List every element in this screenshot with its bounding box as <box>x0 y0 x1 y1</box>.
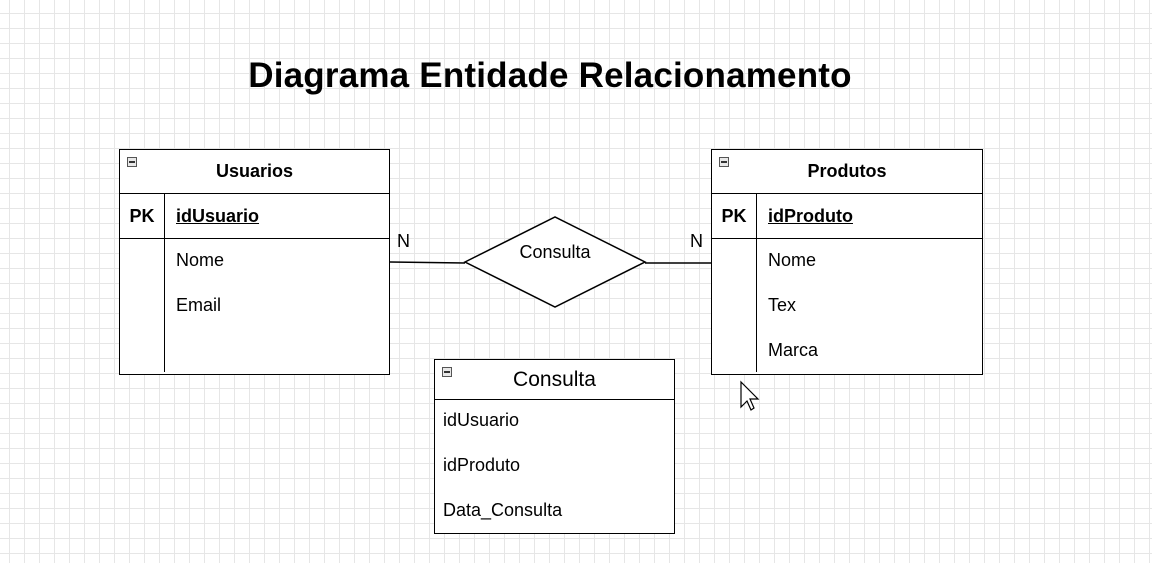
collapse-icon[interactable] <box>442 367 452 377</box>
attribute-idusuario[interactable]: idUsuario <box>443 410 520 430</box>
pk-row[interactable]: PK idProduto <box>712 194 982 239</box>
attribute-idproduto[interactable]: idProduto <box>443 455 521 475</box>
attribute-tex[interactable]: Tex <box>768 295 797 315</box>
attribute-list: Nome Tex Marca <box>712 239 982 372</box>
pk-field: idProduto <box>768 205 853 226</box>
connector-usuarios-consulta <box>389 261 466 264</box>
mouse-pointer-icon <box>740 380 760 411</box>
pk-field: idUsuario <box>176 205 260 226</box>
entity-usuarios-title: Usuarios <box>120 150 389 194</box>
attribute-marca[interactable]: Marca <box>768 340 819 360</box>
attribute-nome[interactable]: Nome <box>768 250 817 270</box>
cardinality-left: N <box>397 231 410 251</box>
diagram-title: Diagrama Entidade Relacionamento <box>248 56 852 95</box>
relationship-label[interactable]: Consulta <box>519 242 591 262</box>
entity-consulta-title: Consulta <box>435 360 674 400</box>
pk-label: PK <box>120 194 165 238</box>
attribute-data-consulta[interactable]: Data_Consulta <box>443 500 563 520</box>
attribute-list: Nome Email <box>120 239 389 372</box>
pk-label: PK <box>712 194 757 238</box>
entity-produtos[interactable]: Produtos PK idProduto Nome Tex Marca <box>711 149 983 375</box>
collapse-icon[interactable] <box>127 157 137 167</box>
cardinality-right: N <box>690 231 703 251</box>
entity-consulta[interactable]: Consulta idUsuario idProduto Data_Consul… <box>434 359 675 534</box>
relationship-diamond <box>463 216 647 308</box>
collapse-icon[interactable] <box>719 157 729 167</box>
attribute-nome[interactable]: Nome <box>176 250 225 270</box>
column-divider <box>163 239 165 372</box>
entity-usuarios[interactable]: Usuarios PK idUsuario Nome Email <box>119 149 390 375</box>
attribute-email[interactable]: Email <box>176 295 222 315</box>
pk-row[interactable]: PK idUsuario <box>120 194 389 239</box>
entity-produtos-title: Produtos <box>712 150 982 194</box>
column-divider <box>755 239 757 372</box>
